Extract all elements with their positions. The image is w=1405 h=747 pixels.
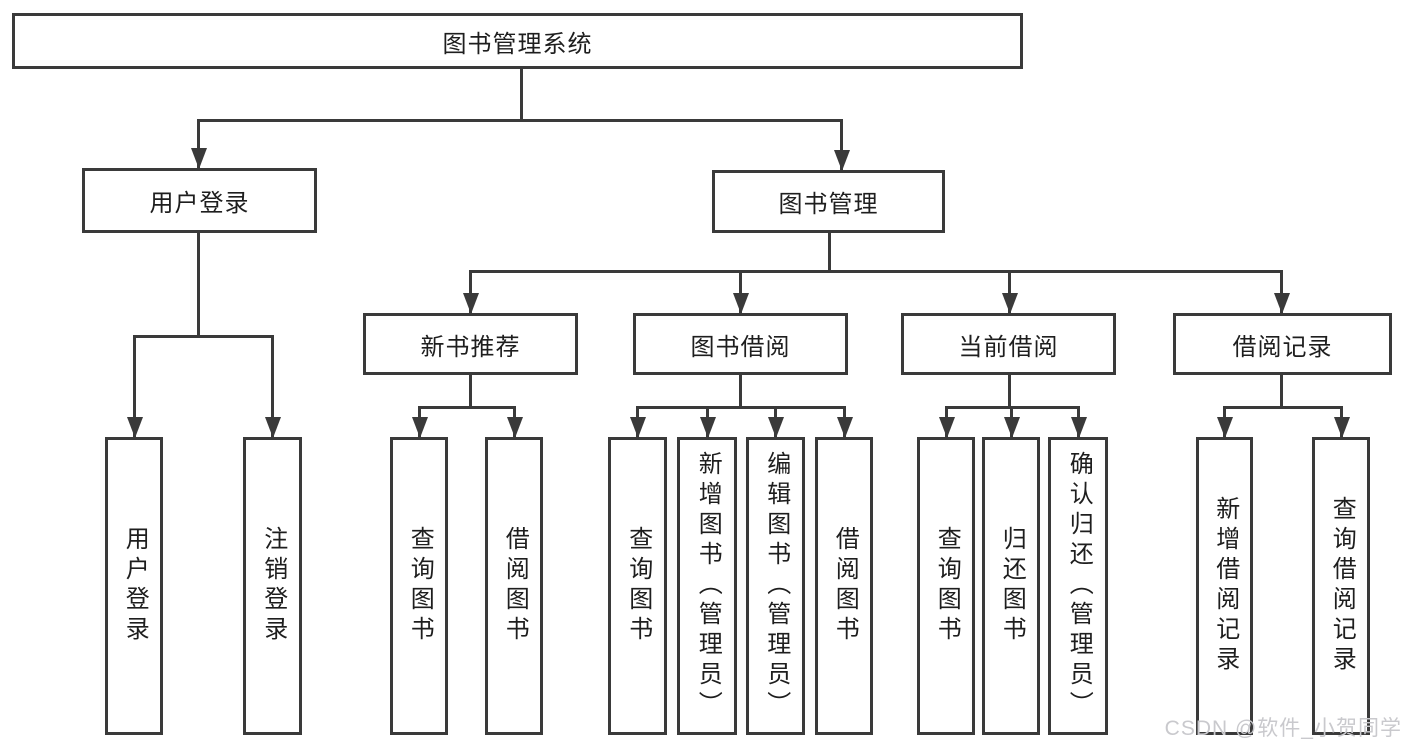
node-bb-add-books: 新增图书（管理员） bbox=[677, 437, 737, 735]
connector-record-stem bbox=[1280, 375, 1283, 408]
connector-arrow-rec-query bbox=[418, 406, 421, 437]
csdn-watermark: CSDN @软件_小贺同学 bbox=[1164, 717, 1402, 740]
node-logout: 注销登录 bbox=[243, 437, 302, 735]
connector-login-split bbox=[133, 335, 274, 338]
connector-arrow-bb-add bbox=[706, 406, 709, 437]
node-cb-confirm-return: 确认归还（管理员） bbox=[1048, 437, 1108, 735]
connector-arrow-book-management bbox=[840, 119, 843, 170]
node-rec-borrow-books-label: 借阅图书 bbox=[501, 526, 529, 646]
node-login-label: 用户登录 bbox=[121, 526, 149, 646]
connector-arrow-cb-confirm bbox=[1077, 406, 1080, 437]
node-br-add-record: 新增借阅记录 bbox=[1196, 437, 1253, 735]
node-cb-query-books-label: 查询图书 bbox=[933, 526, 961, 646]
connector-mgmt-split bbox=[469, 270, 1282, 273]
connector-arrow-rec-borrow bbox=[513, 406, 516, 437]
connector-arrow-new-book-recommend bbox=[469, 270, 472, 313]
node-bb-edit-books: 编辑图书（管理员） bbox=[746, 437, 805, 735]
node-cb-confirm-return-label: 确认归还（管理员） bbox=[1065, 451, 1093, 721]
node-cb-query-books: 查询图书 bbox=[917, 437, 975, 735]
connector-arrow-cb-return bbox=[1010, 406, 1013, 437]
connector-arrow-bb-borrow bbox=[843, 406, 846, 437]
node-book-management: 图书管理 bbox=[712, 170, 945, 233]
node-bb-query-books: 查询图书 bbox=[608, 437, 667, 735]
node-borrow-record-label: 借阅记录 bbox=[1232, 333, 1333, 361]
node-rec-query-books-label: 查询图书 bbox=[406, 526, 434, 646]
node-root: 图书管理系统 bbox=[12, 13, 1023, 69]
node-rec-query-books: 查询图书 bbox=[390, 437, 448, 735]
connector-arrow-current-borrow bbox=[1008, 270, 1011, 313]
connector-current-stem bbox=[1008, 375, 1011, 408]
connector-recommend-split bbox=[418, 406, 516, 409]
node-current-borrow-label: 当前借阅 bbox=[958, 333, 1059, 361]
node-book-management-label: 图书管理 bbox=[778, 191, 879, 218]
connector-record-split bbox=[1223, 406, 1343, 409]
connector-mgmt-stem bbox=[828, 233, 831, 272]
node-br-query-record-label: 查询借阅记录 bbox=[1328, 496, 1356, 676]
connector-root-split bbox=[197, 119, 842, 122]
connector-arrow-logout bbox=[271, 335, 274, 437]
node-rec-borrow-books: 借阅图书 bbox=[485, 437, 543, 735]
node-bb-edit-books-label: 编辑图书（管理员） bbox=[762, 451, 790, 721]
connector-arrow-user-login bbox=[197, 119, 200, 168]
node-borrow-record: 借阅记录 bbox=[1173, 313, 1392, 375]
node-bb-borrow-books-label: 借阅图书 bbox=[831, 526, 859, 646]
node-root-label: 图书管理系统 bbox=[442, 30, 593, 58]
node-bb-borrow-books: 借阅图书 bbox=[815, 437, 873, 735]
connector-arrow-borrow-record bbox=[1280, 270, 1283, 313]
node-cb-return-books-label: 归还图书 bbox=[998, 526, 1026, 646]
node-new-book-recommend: 新书推荐 bbox=[363, 313, 578, 375]
node-logout-label: 注销登录 bbox=[259, 526, 287, 646]
connector-borrow-stem bbox=[739, 375, 742, 408]
connector-root-stem bbox=[520, 69, 523, 121]
node-current-borrow: 当前借阅 bbox=[901, 313, 1116, 375]
connector-arrow-login bbox=[133, 335, 136, 437]
node-bb-add-books-label: 新增图书（管理员） bbox=[694, 451, 722, 721]
node-user-login: 用户登录 bbox=[82, 168, 317, 233]
node-bb-query-books-label: 查询图书 bbox=[624, 526, 652, 646]
connector-arrow-br-add bbox=[1223, 406, 1226, 437]
node-login: 用户登录 bbox=[105, 437, 163, 735]
node-book-borrow: 图书借阅 bbox=[633, 313, 848, 375]
node-br-query-record: 查询借阅记录 bbox=[1312, 437, 1370, 735]
connector-borrow-split bbox=[636, 406, 846, 409]
connector-arrow-br-query bbox=[1340, 406, 1343, 437]
connector-recommend-stem bbox=[469, 375, 472, 408]
connector-arrow-bb-query bbox=[636, 406, 639, 437]
node-cb-return-books: 归还图书 bbox=[982, 437, 1040, 735]
node-br-add-record-label: 新增借阅记录 bbox=[1211, 496, 1239, 676]
connector-login-stem bbox=[197, 233, 200, 337]
connector-arrow-bb-edit bbox=[774, 406, 777, 437]
node-user-login-label: 用户登录 bbox=[149, 190, 250, 217]
node-book-borrow-label: 图书借阅 bbox=[690, 333, 791, 361]
connector-arrow-book-borrow bbox=[739, 270, 742, 313]
connector-arrow-cb-query bbox=[945, 406, 948, 437]
node-new-book-recommend-label: 新书推荐 bbox=[420, 333, 521, 361]
